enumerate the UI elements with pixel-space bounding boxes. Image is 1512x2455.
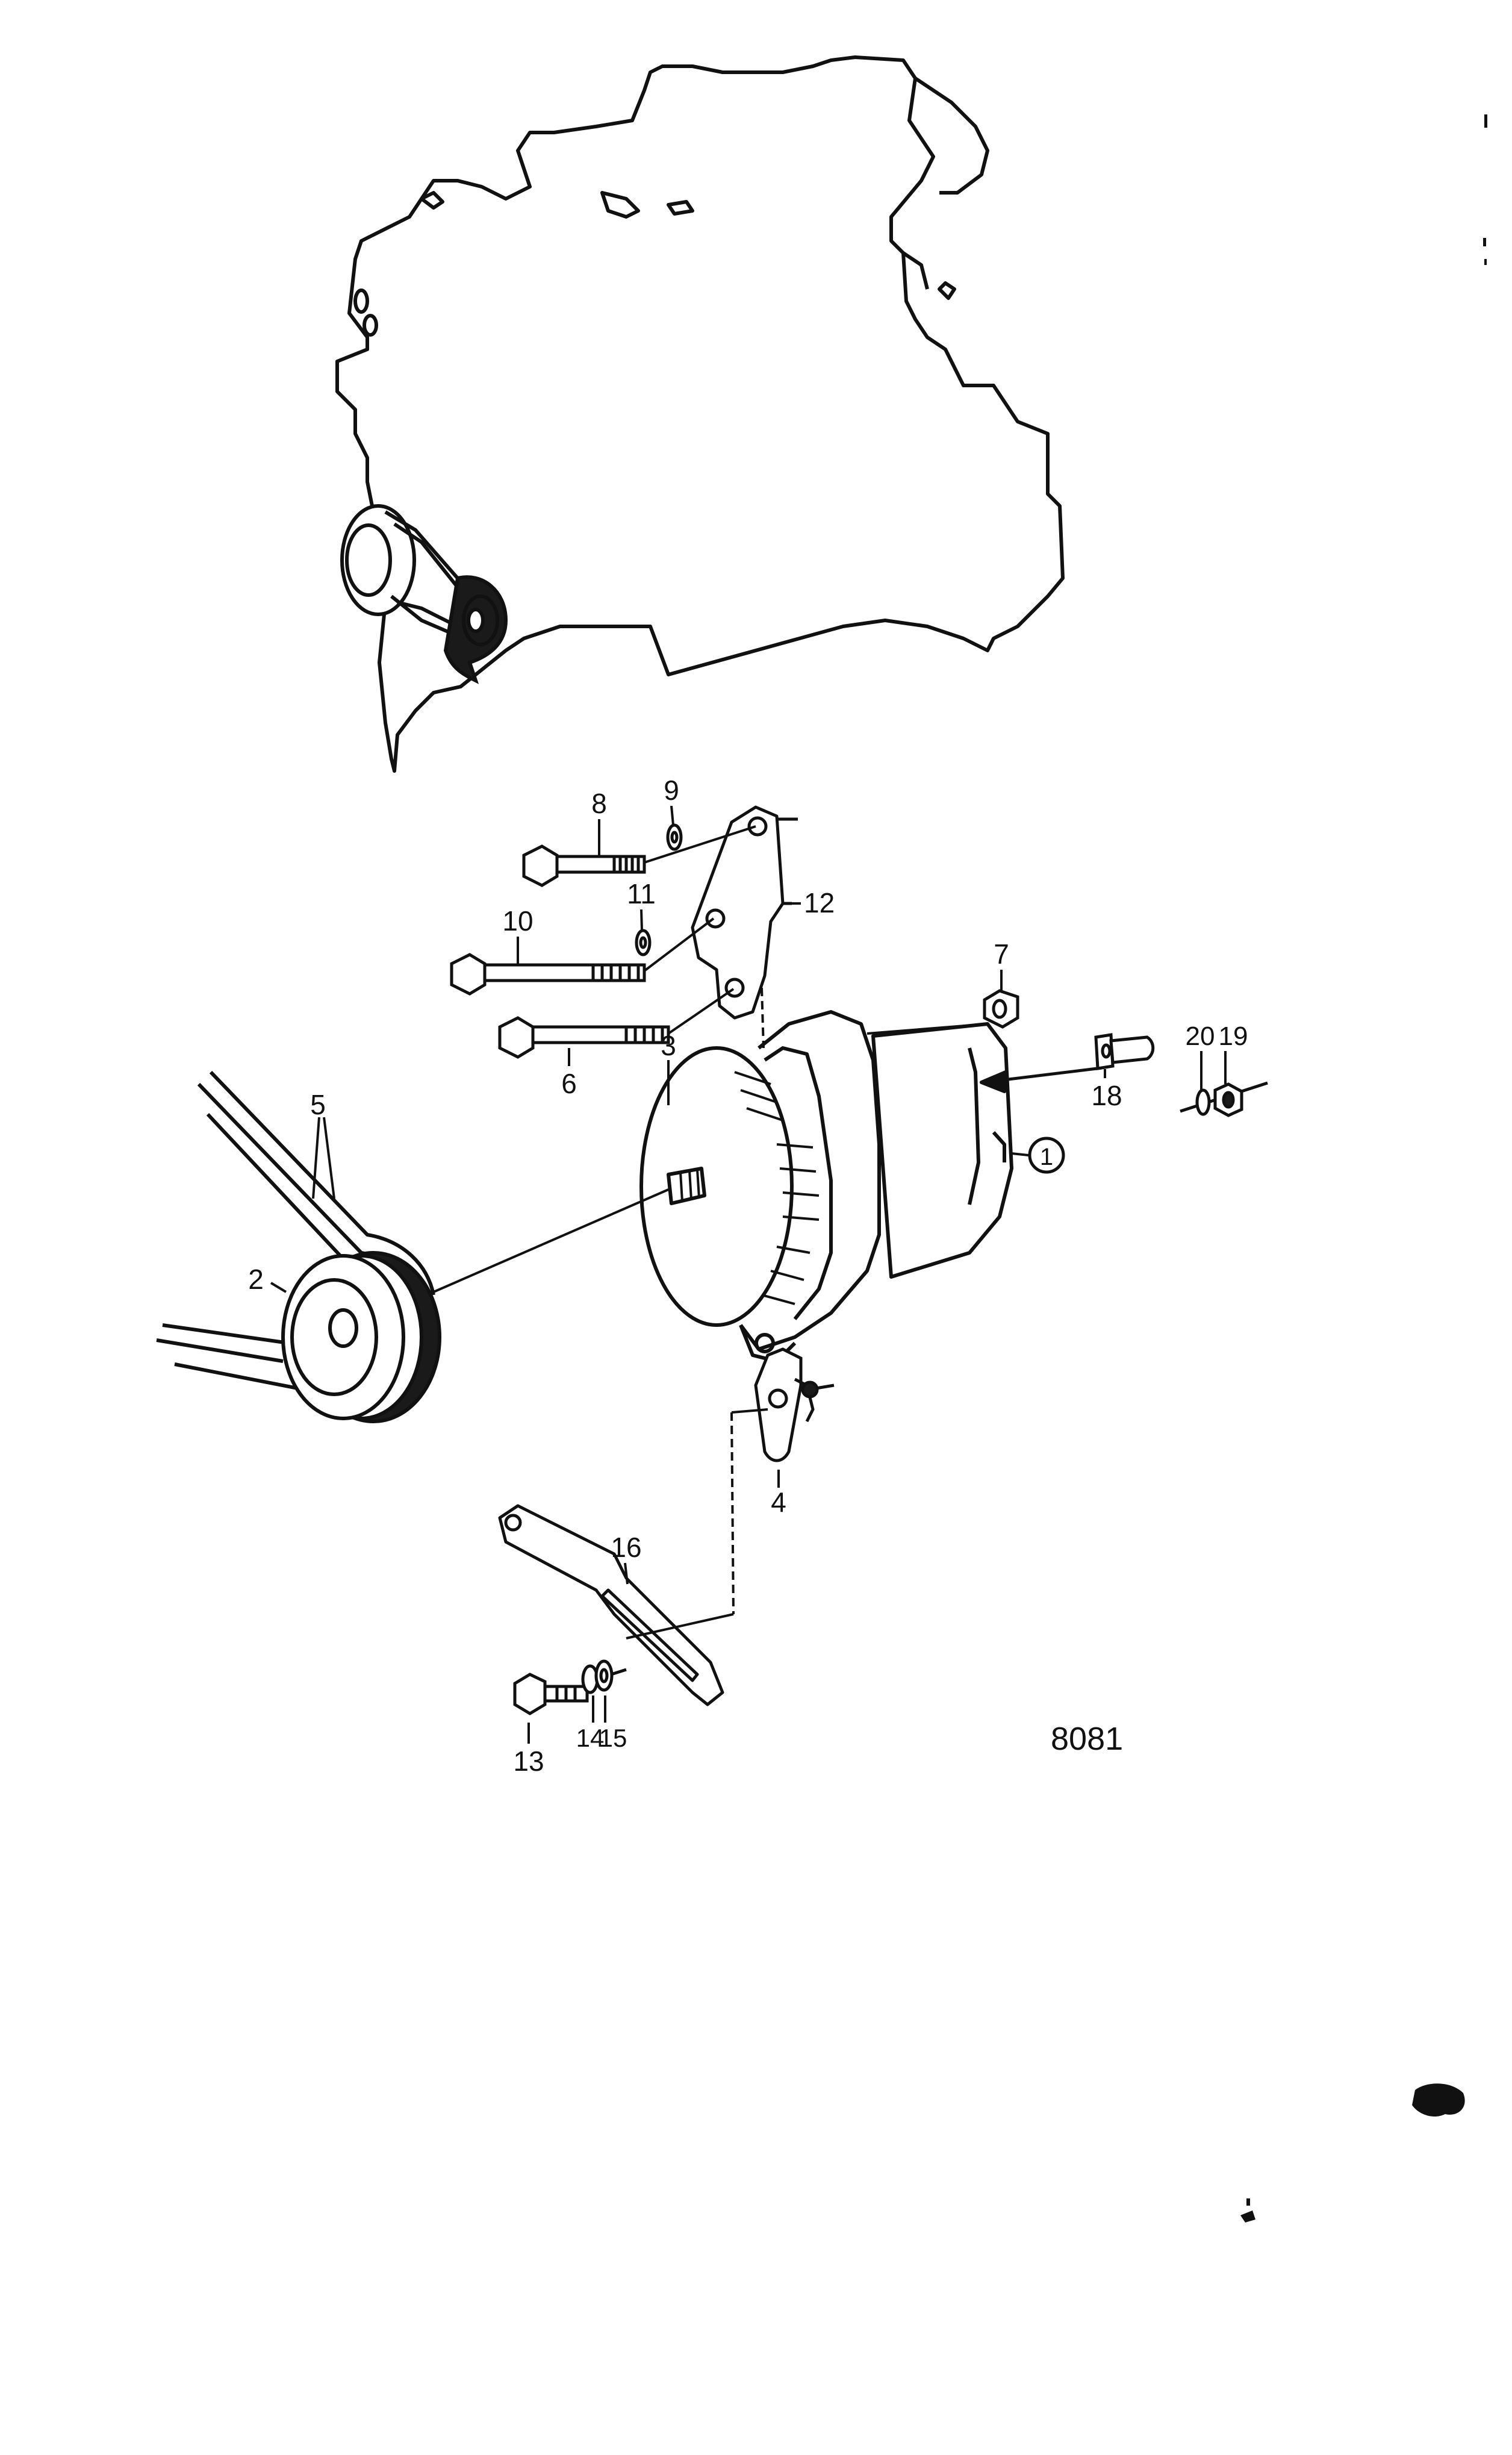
callout-label: 10 — [502, 905, 533, 937]
bolt-10 — [450, 917, 715, 996]
nut-7 — [983, 989, 1019, 1029]
terminal-18 — [1094, 1033, 1155, 1070]
callout-label: 12 — [804, 887, 835, 919]
callout-label: 15 — [599, 1724, 627, 1752]
nut-19-and-washer-20 — [1180, 1081, 1268, 1117]
callout-label: 7 — [994, 938, 1009, 970]
callout-label: 2 — [248, 1264, 264, 1295]
engine-pulley-assembly — [340, 504, 508, 684]
bolt-8 — [522, 825, 756, 887]
scan-specks — [1240, 114, 1487, 2223]
upper-bracket — [691, 805, 798, 1020]
bolt-6 — [498, 988, 735, 1059]
alternator — [433, 1010, 1103, 1363]
callout-label: 4 — [771, 1486, 786, 1518]
callout-label: 16 — [611, 1532, 641, 1563]
washer-11 — [635, 929, 652, 956]
callout-leaders — [270, 805, 1227, 1744]
adjusting-arm-16 — [498, 1504, 734, 1706]
pulley-2 — [281, 1251, 441, 1423]
bracket4-to-16-guide — [730, 1412, 735, 1615]
callout-label: 19 — [1219, 1022, 1248, 1051]
callout-label: 3 — [661, 1030, 676, 1061]
callout-label: 18 — [1091, 1080, 1122, 1111]
callout-label: 8 — [591, 788, 607, 819]
callout-label: 1 — [1040, 1144, 1053, 1170]
bracket-to-alternator-guide — [761, 987, 765, 1049]
callout-label: 11 — [627, 878, 656, 909]
callout-label: 5 — [310, 1089, 326, 1120]
figure-reference-number: 8081 — [1051, 1721, 1123, 1757]
callout-1-circle — [1028, 1137, 1065, 1174]
washer-9 — [666, 823, 683, 851]
bolt-13 — [513, 1673, 589, 1715]
callout-label: 13 — [513, 1745, 544, 1777]
washer-14-15 — [581, 1659, 627, 1694]
callout-label: 20 — [1186, 1022, 1215, 1051]
engine-block-outline — [335, 55, 1065, 773]
callout-label: 9 — [664, 775, 679, 806]
callout-label: 14 — [576, 1724, 605, 1752]
lower-bracket-4 — [754, 1347, 835, 1462]
callout-labels: 1 2 3 4 5 6 7 8 9 10 11 12 13 14 15 16 1… — [248, 775, 1248, 1777]
callout-label: 6 — [561, 1068, 577, 1099]
